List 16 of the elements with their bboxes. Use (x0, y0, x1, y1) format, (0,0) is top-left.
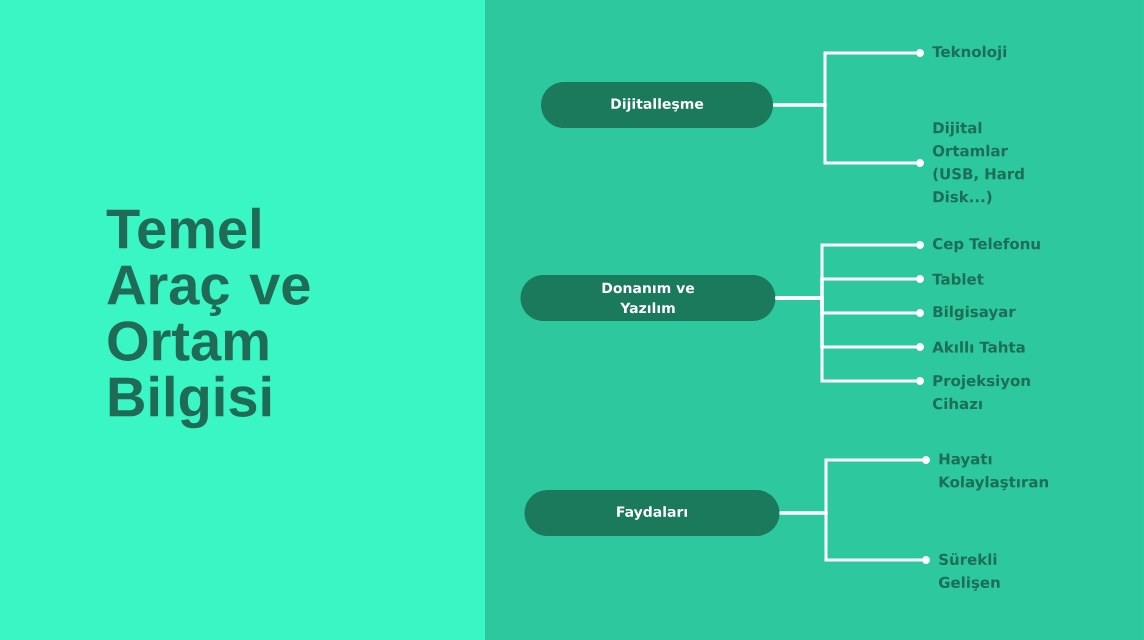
item-text: Projeksiyon Cihazı (932, 374, 1030, 410)
item-text: Bilgisayar (933, 305, 1016, 321)
item-text: Tablet (932, 273, 984, 285)
topic-pill: Faydaları (524, 490, 780, 536)
branch-connector (779, 511, 922, 562)
item-text: Sürekli Gelişen (938, 553, 1000, 591)
topic-pill: Donanım ve Yazılım (520, 275, 776, 321)
item-text: Dijital Ortamlar (USB, Hard Disk...) (932, 121, 1024, 205)
item-text: Teknoloji (932, 45, 1007, 61)
branch-connector (775, 296, 916, 383)
title: Temel Araç ve Ortam Bilgisi (106, 207, 310, 429)
branch-connector (773, 103, 916, 165)
item-text: Hayatı Kolaylaştıran (939, 453, 1048, 491)
item-text: Akıllı Tahta (932, 341, 1025, 353)
topic-pill: Dijitalleşme (541, 82, 773, 128)
item-text: Cep Telefonu (932, 237, 1040, 253)
